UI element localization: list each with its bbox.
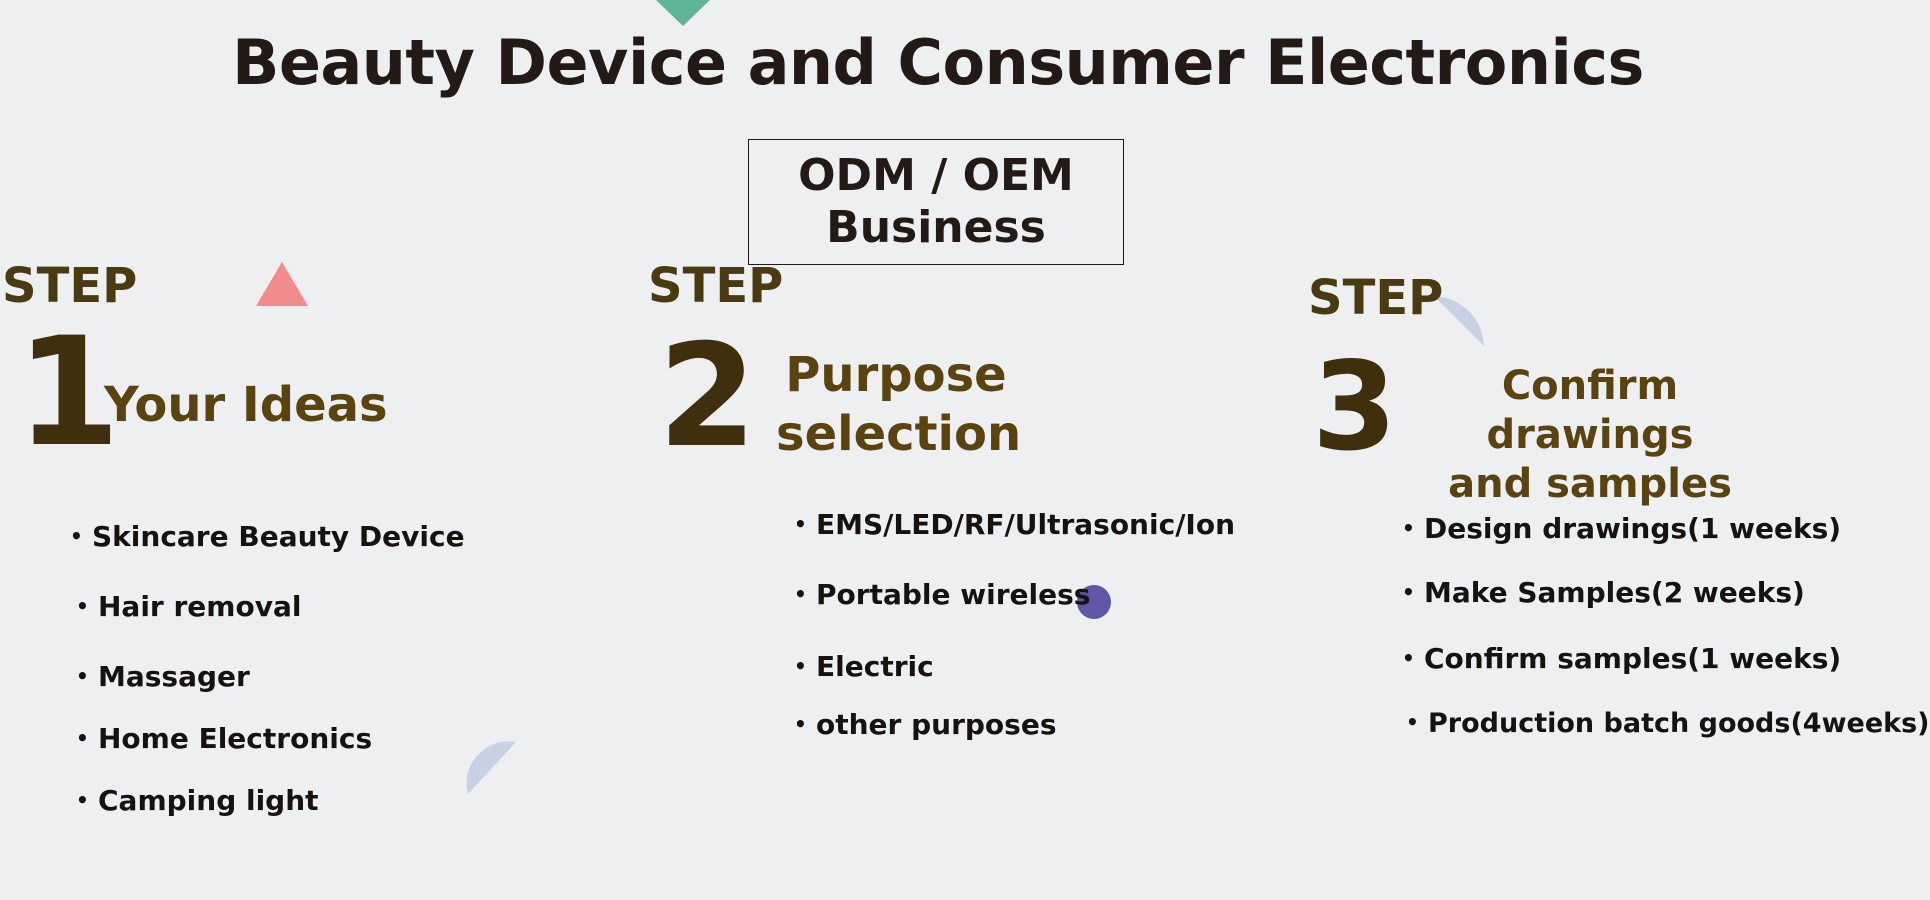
step1-number: 1 xyxy=(16,306,121,480)
step3-title: Confirm drawings and samples xyxy=(1408,362,1772,508)
step2-title-line2: selection xyxy=(776,405,1022,462)
step1-item: Skincare Beauty Device xyxy=(70,520,465,553)
step2-item: other purposes xyxy=(794,708,1057,741)
step1-item: Hair removal xyxy=(76,590,301,623)
page-title: Beauty Device and Consumer Electronics xyxy=(232,26,1644,99)
step1-title: Your Ideas xyxy=(104,377,388,433)
half-circle-decoration-step3 xyxy=(1434,296,1484,346)
step2-title-line1: Purpose xyxy=(785,347,1007,403)
step2-label: STEP xyxy=(648,258,784,314)
step3-title-line1: Confirm drawings xyxy=(1486,363,1694,458)
step2-item: Portable wireless xyxy=(794,578,1090,611)
step2-title: Purpose selection xyxy=(776,346,1022,463)
green-triangle-decoration xyxy=(656,0,710,26)
step1-item: Massager xyxy=(76,660,250,693)
step1-item: Home Electronics xyxy=(76,722,372,755)
pink-triangle-decoration xyxy=(256,262,308,306)
step3-number: 3 xyxy=(1312,336,1397,478)
odm-oem-line1: ODM / OEM xyxy=(798,150,1074,201)
step1-item: Camping light xyxy=(76,784,319,817)
step3-item: Make Samples(2 weeks) xyxy=(1402,576,1805,609)
step3-item: Design drawings(1 weeks) xyxy=(1402,512,1841,545)
step2-item: EMS/LED/RF/Ultrasonic/Ion xyxy=(794,508,1235,541)
half-circle-decoration-step1 xyxy=(466,741,516,794)
step3-item: Production batch goods(4weeks) xyxy=(1406,708,1930,739)
step2-item: Electric xyxy=(794,650,934,683)
step1-label: STEP xyxy=(2,258,138,314)
odm-oem-box: ODM / OEM Business xyxy=(748,139,1124,265)
step3-label: STEP xyxy=(1308,270,1444,326)
step3-title-line2: and samples xyxy=(1448,460,1732,507)
step3-item: Confirm samples(1 weeks) xyxy=(1402,642,1841,675)
step2-number: 2 xyxy=(658,314,757,479)
odm-oem-line2: Business xyxy=(826,202,1046,253)
